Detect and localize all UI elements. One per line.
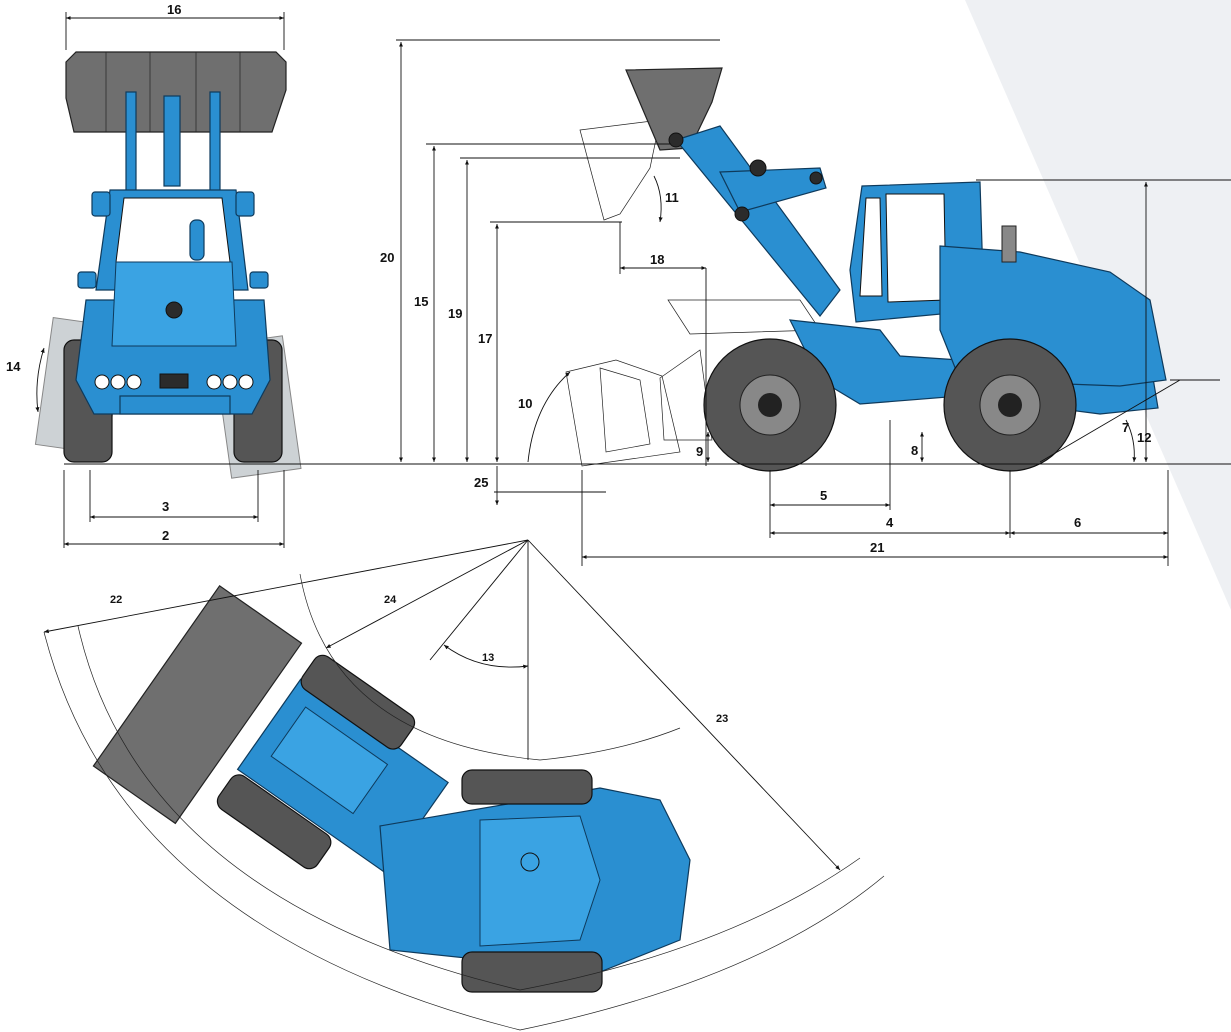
front-mirror-left (91, 191, 111, 217)
label-9: 9 (696, 444, 703, 459)
label-20: 20 (380, 250, 394, 265)
label-14: 14 (6, 359, 21, 374)
label-6: 6 (1074, 515, 1081, 530)
label-2: 2 (162, 528, 169, 543)
top-cab-roof (479, 815, 601, 947)
label-21: 21 (870, 540, 884, 555)
front-bucket (65, 51, 287, 133)
side-exhaust (1001, 225, 1017, 263)
top-view (92, 584, 691, 993)
dimension-lines (35, 12, 1231, 1031)
dimension-labels: 16 3 2 14 20 15 19 17 25 18 11 10 9 8 12… (6, 2, 1151, 725)
front-lift-arm-right (209, 91, 221, 193)
label-17: 17 (478, 331, 492, 346)
label-23: 23 (716, 713, 728, 725)
top-rear-tyre-upper (461, 769, 593, 805)
label-3: 3 (162, 499, 169, 514)
label-16: 16 (167, 2, 181, 17)
top-bucket (92, 584, 303, 825)
label-13: 13 (482, 652, 494, 664)
label-11: 11 (665, 190, 679, 205)
front-lights (94, 374, 254, 390)
front-lift-arm-left (125, 91, 137, 193)
label-12: 12 (1137, 430, 1151, 445)
label-5: 5 (820, 488, 827, 503)
side-boom (674, 125, 841, 317)
label-19: 19 (448, 306, 462, 321)
label-18: 18 (650, 252, 664, 267)
side-cab-window (885, 193, 947, 303)
front-mirror-right (235, 191, 255, 217)
label-25: 25 (474, 475, 488, 490)
top-rear-tyre-lower (461, 951, 603, 993)
label-24: 24 (384, 594, 397, 606)
label-10: 10 (518, 396, 532, 411)
front-view (34, 51, 302, 479)
side-view (565, 67, 1167, 472)
label-15: 15 (414, 294, 428, 309)
side-raised-bucket (625, 67, 723, 151)
label-4: 4 (886, 515, 894, 530)
label-22: 22 (110, 594, 122, 606)
label-7: 7 (1122, 420, 1129, 435)
label-8: 8 (911, 443, 918, 458)
front-windshield (115, 197, 231, 263)
